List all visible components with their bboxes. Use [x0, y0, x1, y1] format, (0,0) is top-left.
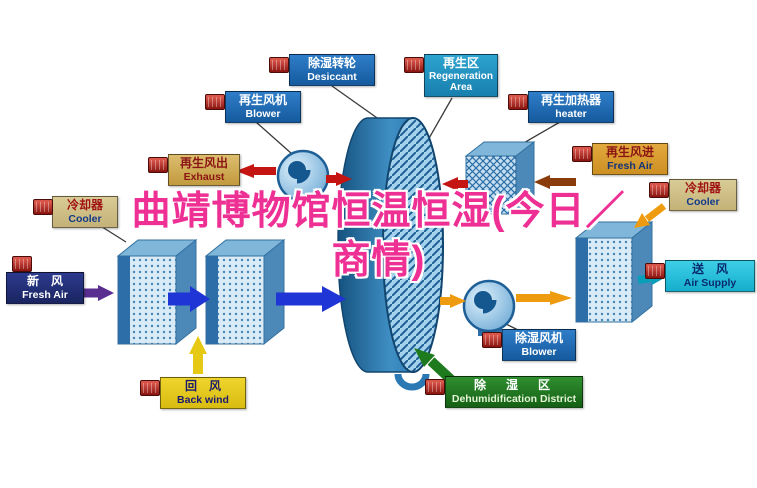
arrow-red-fan-to-rotor	[326, 172, 352, 186]
label-cooler-right-zh: 冷却器	[684, 181, 721, 195]
watermark-title-line1: 曲靖博物馆恒温恒湿(今日／	[131, 190, 626, 233]
unit-icon	[649, 182, 669, 198]
label-air-supply: 送 风 Air Supply	[665, 260, 755, 292]
label-regen-area: 再生区 Regeneration Area	[424, 54, 498, 97]
unit-icon	[572, 146, 592, 162]
label-regen-fresh-air: 再生风进 Fresh Air	[592, 143, 668, 175]
label-fresh-air: 新 风 Fresh Air	[6, 272, 84, 304]
coil-box-left-outer	[116, 238, 198, 346]
label-dehumid-blower: 除湿风机 Blower	[502, 329, 576, 361]
heater-box	[464, 140, 536, 216]
label-regen-fresh-en: Fresh Air	[607, 159, 653, 172]
label-desiccant-en: Desiccant	[307, 70, 357, 83]
label-regen-area-zh: 再生区	[442, 56, 479, 70]
arrow-blue-1	[168, 286, 210, 312]
unit-icon	[12, 256, 32, 272]
label-heater-zh: 再生加热器	[540, 93, 601, 107]
label-regen-area-en: Regeneration Area	[429, 70, 493, 94]
unit-icon	[404, 57, 424, 73]
label-back-wind-en: Back wind	[177, 393, 229, 406]
arrow-orange-cooler-callout	[634, 203, 667, 228]
watermark-title: 曲靖博物馆恒温恒湿(今日／ 商情)	[0, 188, 757, 286]
label-back-wind-zh: 回 风	[184, 379, 221, 393]
coil-box-right	[574, 220, 654, 324]
label-cooler-right: 冷却器 Cooler	[669, 179, 737, 211]
label-dehumid-district: 除 湿 区 Dehumidification District	[445, 376, 583, 408]
unit-icon	[205, 94, 225, 110]
label-regen-blower-en: Blower	[245, 107, 281, 120]
label-dehumid-blower-zh: 除湿风机	[514, 331, 563, 345]
label-desiccant-zh: 除湿转轮	[307, 56, 356, 70]
watermark-title-line2: 商情)	[331, 238, 426, 282]
label-heater-en: heater	[555, 107, 587, 120]
arrow-orange-fan-to-cooler	[516, 291, 572, 305]
label-dehumid-district-en: Dehumidification District	[451, 392, 577, 405]
label-cooler-left: 冷却器 Cooler	[52, 196, 118, 228]
label-dehumid-blower-en: Blower	[521, 345, 557, 358]
unit-icon	[148, 157, 168, 173]
arrow-yellow-back-wind	[189, 336, 207, 374]
arrow-red-into-rotor-right	[442, 177, 468, 191]
regen-fan	[276, 149, 330, 206]
label-cooler-right-en: Cooler	[686, 195, 720, 208]
label-heater: 再生加热器 heater	[528, 91, 614, 123]
label-air-supply-en: Air Supply	[683, 276, 737, 289]
label-fresh-air-en: Fresh Air	[22, 288, 68, 301]
label-exhaust: 再生风出 Exhaust	[168, 154, 240, 186]
label-regen-blower-zh: 再生风机	[238, 93, 287, 107]
arrow-blue-2	[276, 286, 346, 312]
arrow-orange-rotor-to-fan	[440, 294, 466, 308]
arrow-purple-fresh-air	[80, 285, 114, 301]
label-cooler-left-en: Cooler	[68, 212, 102, 225]
arrow-red-to-exhaust	[236, 164, 276, 178]
label-desiccant: 除湿转轮 Desiccant	[289, 54, 375, 86]
label-air-supply-zh: 送 风	[691, 262, 728, 276]
label-fresh-air-zh: 新 风	[26, 274, 63, 288]
desiccant-rotor	[337, 117, 444, 391]
coil-box-left-inner	[204, 238, 286, 346]
arrow-brown-into-heater	[534, 175, 576, 189]
label-cooler-left-zh: 冷却器	[66, 198, 103, 212]
unit-icon	[140, 380, 160, 396]
unit-icon	[425, 379, 445, 395]
label-dehumid-district-zh: 除 湿 区	[473, 378, 554, 392]
unit-icon	[482, 332, 502, 348]
unit-icon	[645, 263, 665, 279]
label-back-wind: 回 风 Back wind	[160, 377, 246, 409]
unit-icon	[33, 199, 53, 215]
label-regen-fresh-zh: 再生风进	[605, 145, 654, 159]
label-regen-blower: 再生风机 Blower	[225, 91, 301, 123]
label-exhaust-zh: 再生风出	[179, 156, 228, 170]
unit-icon	[269, 57, 289, 73]
process-fan	[462, 279, 516, 336]
label-exhaust-en: Exhaust	[183, 170, 225, 183]
unit-icon	[508, 94, 528, 110]
